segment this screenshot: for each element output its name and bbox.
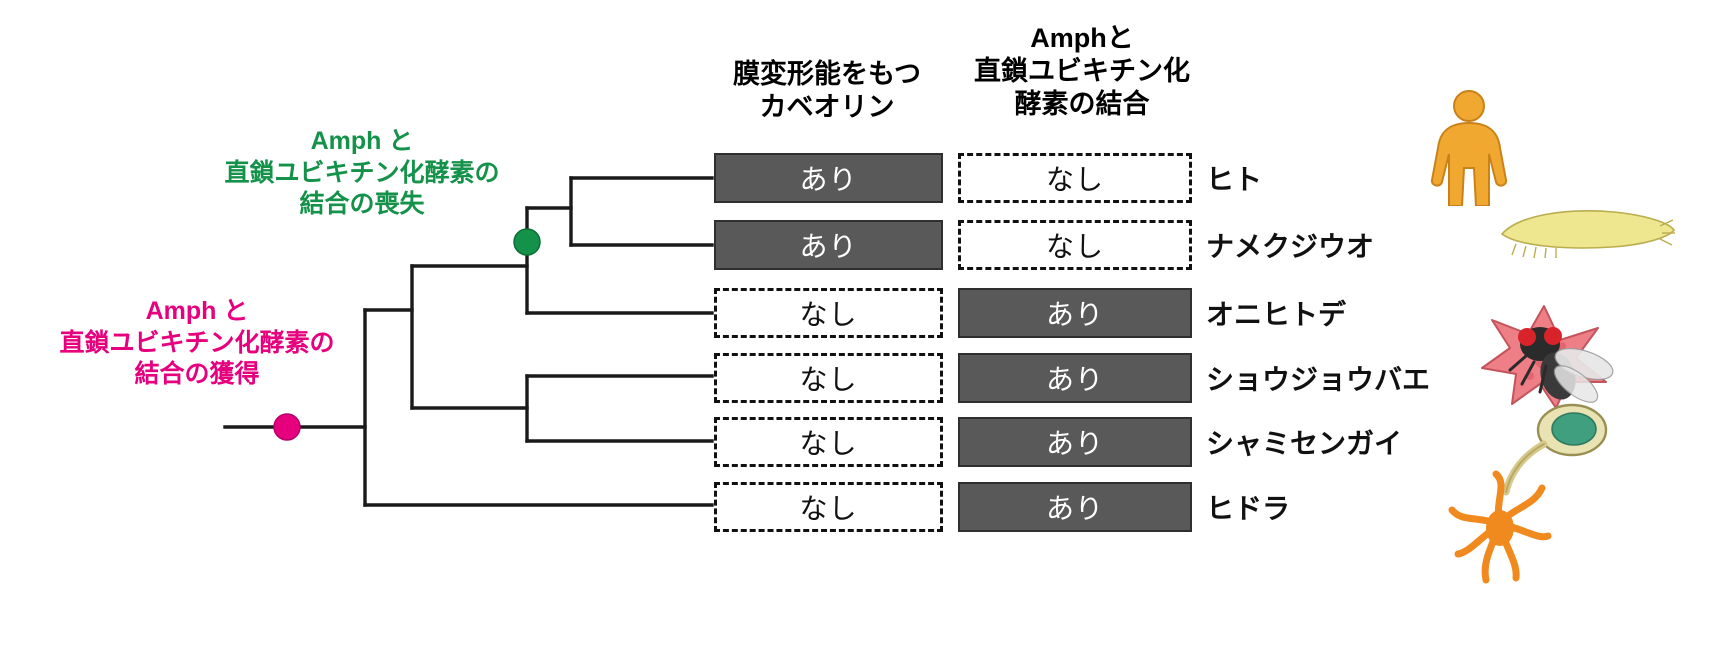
cell-amph-binding-row-3: あり [958,353,1192,403]
pink-node-gain-marker [273,413,301,441]
cell-caveolin-row-0: あり [714,153,943,203]
cell-caveolin-row-5: なし [714,482,943,532]
green-node-loss-marker [513,228,541,256]
annotation-loss-of-binding: Amph と 直鎖ユビキチン化酵素の 結合の喪失 [224,127,500,218]
amphioxus-icon [1500,210,1676,259]
lingula-icon [1502,403,1608,496]
column-header-caveolin: 膜変形能をもつ カベオリン [733,59,921,122]
annotation-gain-of-binding: Amph と 直鎖ユビキチン化酵素の 結合の獲得 [59,297,335,388]
cell-amph-binding-row-2: あり [958,288,1192,338]
cell-caveolin-row-3: なし [714,353,943,403]
column-header-amph-binding: Amphと 直鎖ユビキチン化 酵素の結合 [974,23,1190,119]
fly-icon [1508,327,1614,403]
species-label-row-5: ヒドラ [1206,493,1291,524]
hydra-icon [1448,470,1552,584]
cell-caveolin-row-2: なし [714,288,943,338]
cell-amph-binding-row-4: あり [958,417,1192,467]
species-label-row-4: シャミセンガイ [1206,428,1403,459]
cell-caveolin-row-1: あり [714,220,943,270]
species-label-row-0: ヒト [1206,164,1263,195]
cell-amph-binding-row-5: あり [958,482,1192,532]
species-label-row-1: ナメクジウオ [1206,231,1375,262]
human-icon [1430,90,1508,206]
species-label-row-3: ショウジョウバエ [1206,364,1431,395]
cell-caveolin-row-4: なし [714,417,943,467]
cell-amph-binding-row-1: なし [958,220,1192,270]
species-label-row-2: オニヒトデ [1206,299,1347,330]
phylogenetic-tree [223,176,714,507]
cell-amph-binding-row-0: なし [958,153,1192,203]
